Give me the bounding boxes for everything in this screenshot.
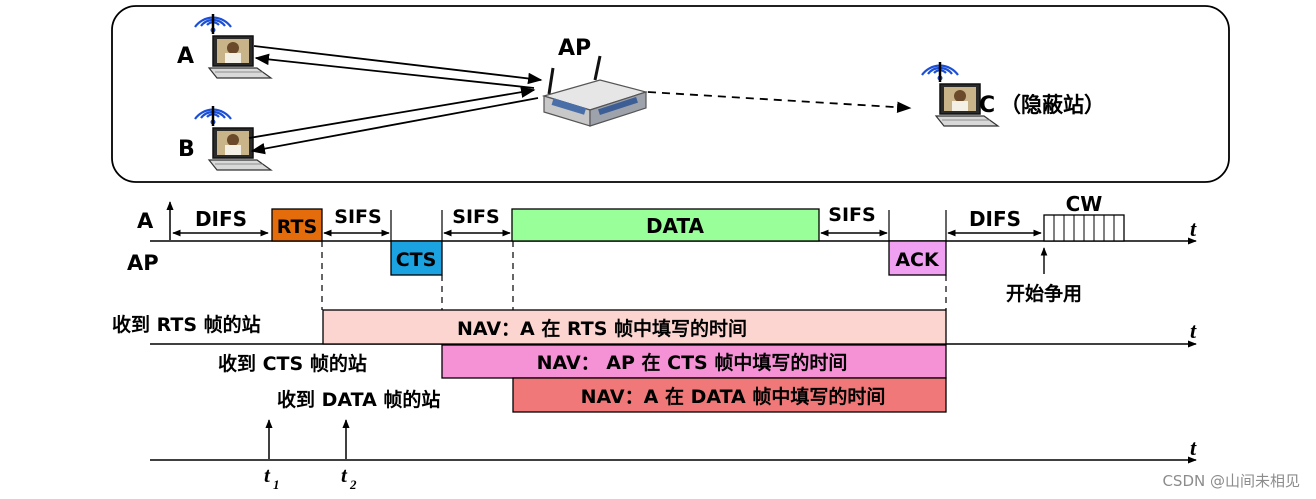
nav-cts-bar: [441, 344, 947, 379]
station-c: C （隐蔽站）: [920, 60, 1105, 128]
nav-cts-label: NAV： AP 在 CTS 帧中填写的时间: [537, 351, 848, 374]
watermark: CSDN @山间未相见: [1162, 472, 1300, 490]
row-a-label: A: [137, 209, 154, 233]
sifs3-label: SIFS: [828, 204, 875, 226]
ack-frame: [888, 240, 947, 276]
network-frame: [111, 5, 1230, 183]
difs2-label: DIFS: [969, 207, 1021, 231]
ack-label: ACK: [895, 249, 940, 271]
t1-marker: t 1: [264, 463, 280, 492]
sifs2-label: SIFS: [452, 206, 499, 228]
nav-rts-station-label: 收到 RTS 帧的站: [112, 313, 261, 336]
cts-label: CTS: [396, 249, 437, 271]
nav-data-bar: [512, 377, 947, 413]
data-label: DATA: [646, 214, 705, 238]
svg-text:2: 2: [349, 477, 357, 492]
station-a: A: [177, 12, 273, 80]
station-a-label: A: [177, 44, 194, 69]
contention-window: [1043, 214, 1125, 242]
station-b: B: [178, 104, 273, 172]
rts-label: RTS: [277, 216, 317, 238]
difs1-label: DIFS: [195, 207, 247, 231]
cts-frame: [390, 240, 443, 276]
nav-data-station-label: 收到 DATA 帧的站: [277, 388, 440, 411]
t-axis-label: t: [1190, 318, 1197, 343]
station-b-label: B: [178, 137, 195, 162]
svg-text:1: 1: [273, 477, 280, 492]
data-frame: [511, 208, 820, 242]
access-point-label: AP: [558, 36, 591, 61]
t2-marker: t 2: [341, 463, 357, 492]
t-axis-label: t: [1190, 435, 1197, 460]
nav-data-label: NAV：A 在 DATA 帧中填写的时间: [581, 385, 886, 408]
nav-rts-bar: [322, 309, 947, 345]
svg-text:t: t: [341, 463, 348, 487]
station-c-label: C: [979, 93, 995, 118]
router-icon: [541, 55, 649, 127]
svg-text:t: t: [264, 463, 271, 487]
nav-cts-station-label: 收到 CTS 帧的站: [218, 352, 367, 375]
rts-frame: [271, 208, 323, 242]
cw-label: CW: [1066, 192, 1103, 216]
links: [248, 45, 912, 155]
nav-rts-label: NAV：A 在 RTS 帧中填写的时间: [457, 317, 747, 340]
row-ap-label: AP: [127, 251, 159, 275]
contend-label: 开始争用: [1006, 282, 1082, 305]
sifs1-label: SIFS: [334, 206, 381, 228]
t-axis-label: t: [1190, 216, 1197, 241]
hidden-station-label: （隐蔽站）: [1000, 93, 1105, 117]
access-point: AP: [541, 36, 649, 127]
